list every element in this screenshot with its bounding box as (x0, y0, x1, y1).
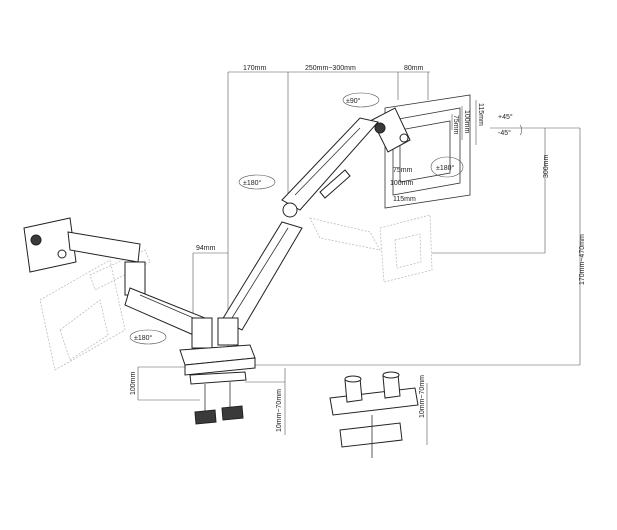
vesa-label-115-w: 115mm (393, 196, 416, 203)
tilt-arrow-icon (519, 124, 522, 136)
dim-label-clamp-range: 10mm~70mm (276, 389, 283, 432)
rotation-arrows (129, 92, 522, 345)
rotation-label-180-left: ±180° (134, 334, 153, 342)
dim-label-170-470: 170mm~470mm (579, 234, 586, 285)
rotation-label-180-head: ±180° (436, 164, 455, 172)
rotation-arrow-icon (129, 329, 167, 345)
dim-label-grommet-range: 10mm~70mm (419, 375, 426, 418)
rotation-arrow-icon (238, 174, 276, 190)
vesa-label-75-h: 75mm (452, 115, 459, 135)
dim-label-170: 170mm (243, 65, 267, 72)
right-upper-arm (281, 117, 379, 218)
dimension-lines (137, 71, 581, 445)
dim-label-100: 100mm (130, 371, 137, 395)
vesa-label-115-h: 115mm (477, 103, 484, 126)
vesa-label-75-w: 75mm (393, 167, 413, 174)
right-lower-arm (217, 221, 303, 346)
dim-label-300: 300mm (543, 154, 550, 178)
right-monitor-head (371, 107, 411, 153)
dim-label-80: 80mm (404, 65, 424, 72)
left-monitor-head (23, 217, 77, 273)
vesa-label-100-h: 100mm (463, 110, 470, 134)
tilt-label-plus: +45° (498, 113, 513, 121)
tilt-label-minus: -45° (498, 129, 511, 137)
left-lower-arm (124, 287, 213, 349)
clamp-base (179, 344, 256, 425)
rotation-arrow-icon (342, 92, 380, 108)
rotation-label-90: ±90° (346, 97, 361, 105)
dim-label-250-300: 250mm~300mm (305, 65, 356, 72)
dim-label-94: 94mm (196, 245, 216, 252)
left-upper-arm (67, 231, 146, 296)
vesa-label-100-w: 100mm (390, 180, 414, 187)
rotation-arrow-icon (430, 156, 464, 178)
rotation-label-180-arm: ±180° (243, 179, 262, 187)
grommet-mount (329, 371, 419, 458)
vesa-plate-diagram (384, 94, 477, 209)
ghost-right-monitor-outline (309, 214, 433, 283)
